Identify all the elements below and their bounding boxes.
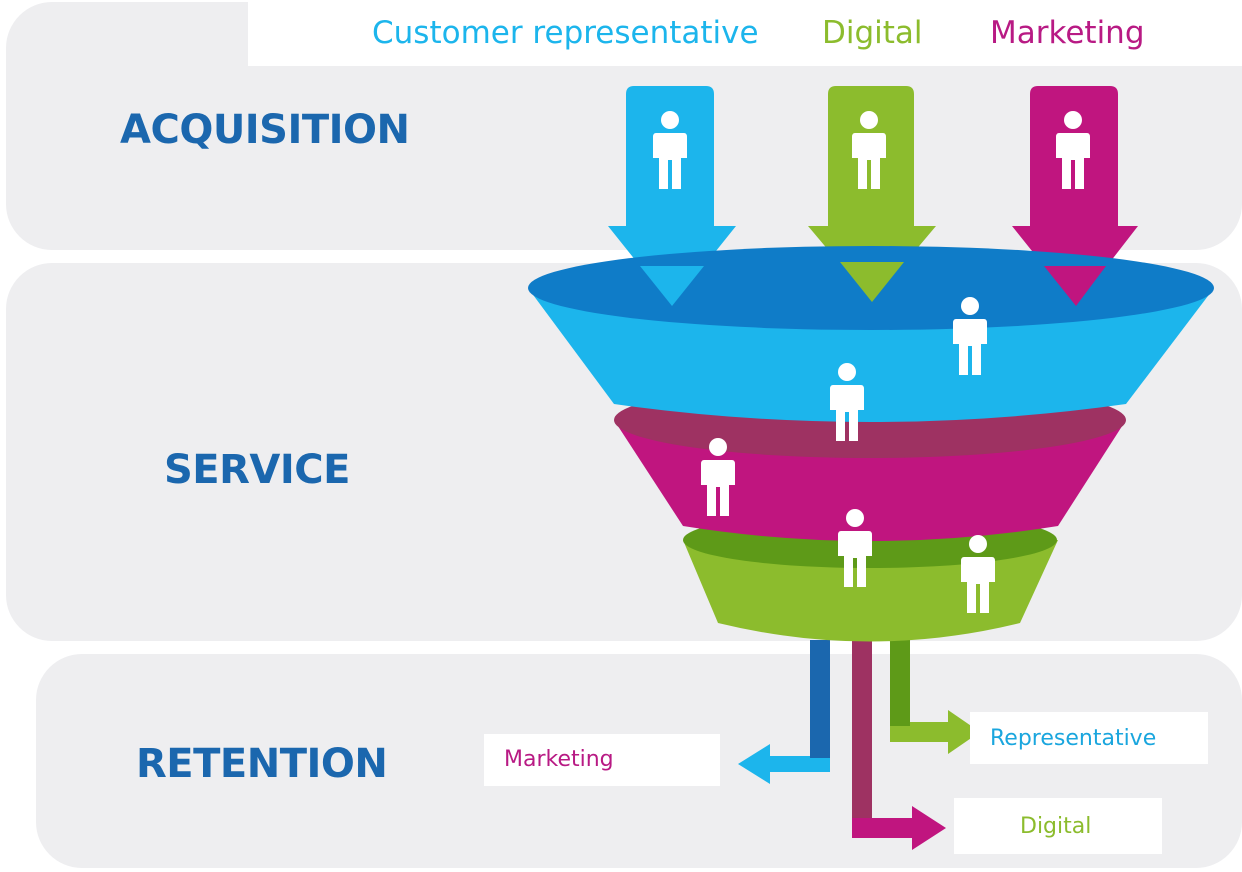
bent-arrow-icon-magenta xyxy=(852,640,946,850)
legend-customer-representative: Customer representative xyxy=(372,15,759,51)
bent-arrow-icon-green xyxy=(890,640,980,754)
stage-service: SERVICE xyxy=(164,447,350,493)
output-representative-box xyxy=(970,712,1208,764)
legend-box xyxy=(248,0,1242,66)
output-digital-box xyxy=(954,798,1162,854)
legend-digital: Digital xyxy=(822,15,923,51)
output-marketing-label: Marketing xyxy=(504,747,614,772)
output-marketing-box xyxy=(484,734,720,786)
output-digital-label: Digital xyxy=(1020,814,1092,839)
stage-acquisition: ACQUISITION xyxy=(120,107,410,153)
legend-marketing: Marketing xyxy=(990,15,1145,51)
stage-retention: RETENTION xyxy=(136,741,388,787)
down-arrow-icon-magenta xyxy=(1012,86,1138,306)
down-arrow-icon-cyan xyxy=(608,86,736,306)
bent-arrow-icon-cyan xyxy=(738,640,830,784)
output-representative-label: Representative xyxy=(990,726,1157,751)
